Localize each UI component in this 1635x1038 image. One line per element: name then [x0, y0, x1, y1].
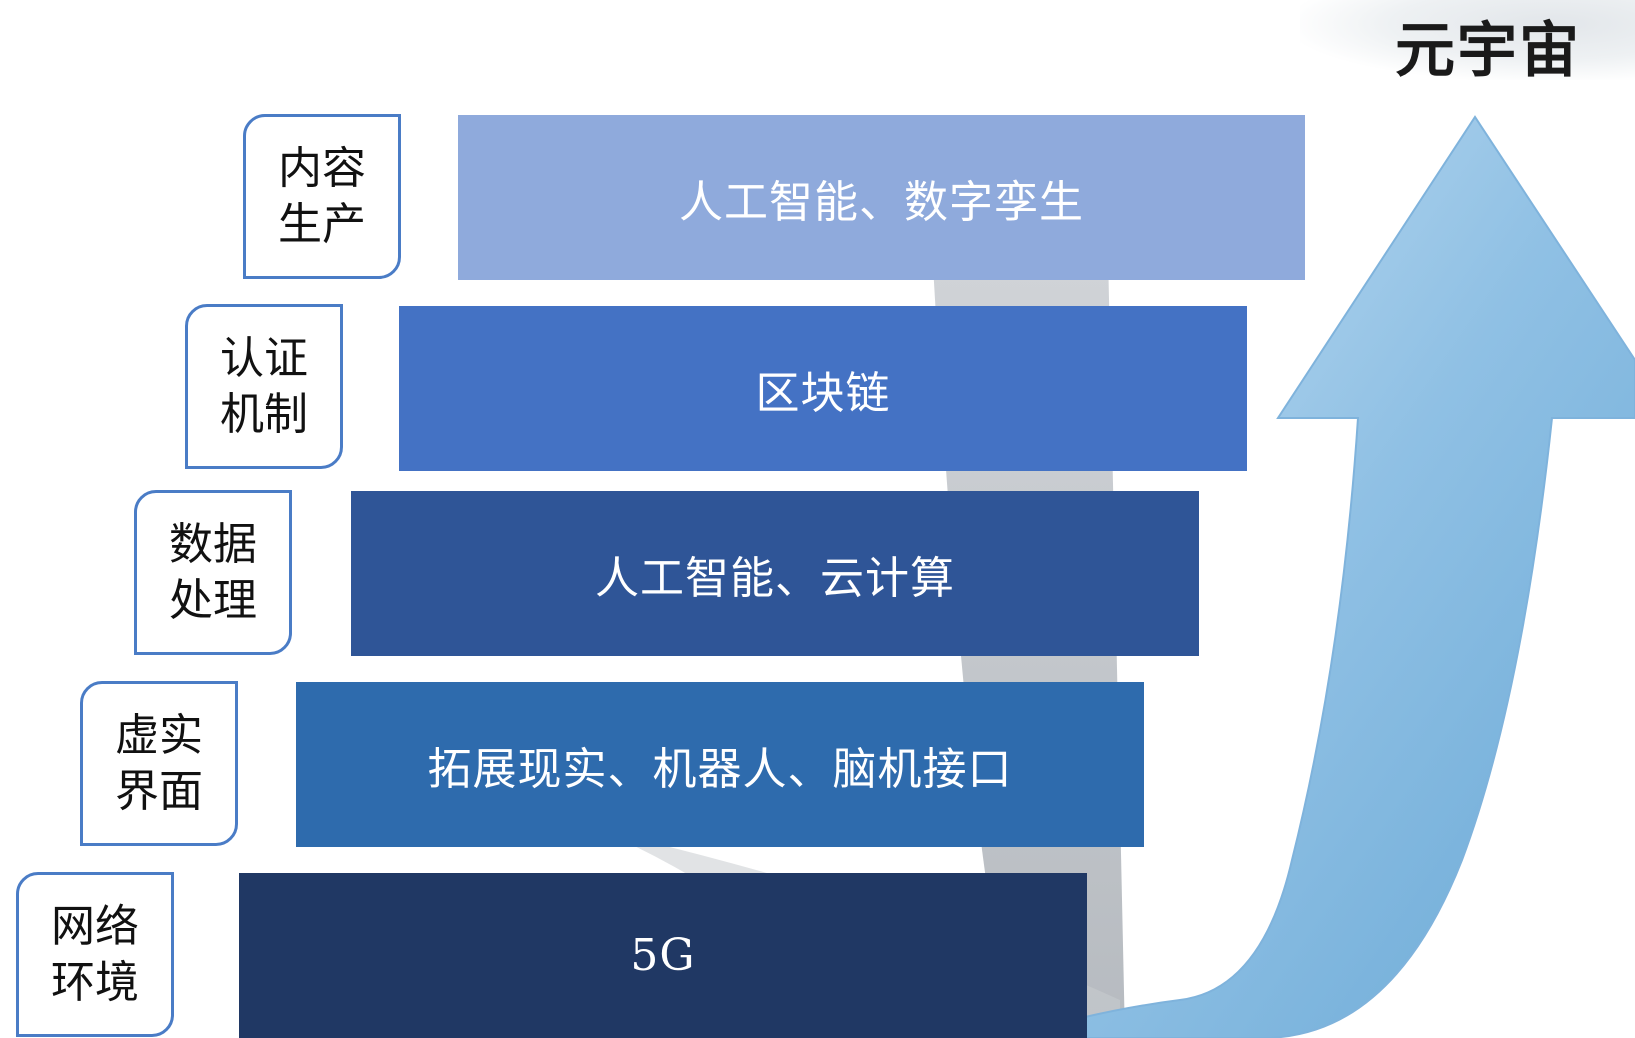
layer-block-content-production: 人工智能、数字孪生: [458, 115, 1305, 280]
layer-label-interface: 虚实界面: [80, 681, 238, 846]
layer-label-text: 内容生产: [278, 142, 366, 250]
layer-label-network: 网络环境: [16, 872, 174, 1037]
curved-up-arrow-icon: [1004, 115, 1635, 1038]
layer-content-text: 拓展现实、机器人、脑机接口: [427, 743, 1013, 795]
layer-block-authentication: 区块链: [399, 306, 1247, 471]
layer-label-authentication: 认证机制: [185, 304, 343, 469]
layer-content-text: 区块链: [755, 367, 891, 419]
layer-label-data-processing: 数据处理: [134, 490, 292, 655]
layer-content-text: 人工智能、数字孪生: [679, 176, 1084, 228]
layer-block-network: 5G: [239, 873, 1087, 1038]
title-glow: [1300, 0, 1635, 80]
layer-label-text: 虚实界面: [115, 709, 203, 817]
layer-label-text: 数据处理: [169, 518, 257, 626]
layer-label-text: 认证机制: [220, 332, 308, 440]
layer-block-interface: 拓展现实、机器人、脑机接口: [296, 682, 1144, 847]
layer-label-text: 网络环境: [51, 900, 139, 1008]
layer-label-content-production: 内容生产: [243, 114, 401, 279]
diagram-title: 元宇宙: [1395, 16, 1581, 86]
layer-content-text: 人工智能、云计算: [595, 552, 955, 604]
layer-content-text: 5G: [630, 930, 696, 981]
layer-block-data-processing: 人工智能、云计算: [351, 491, 1199, 656]
